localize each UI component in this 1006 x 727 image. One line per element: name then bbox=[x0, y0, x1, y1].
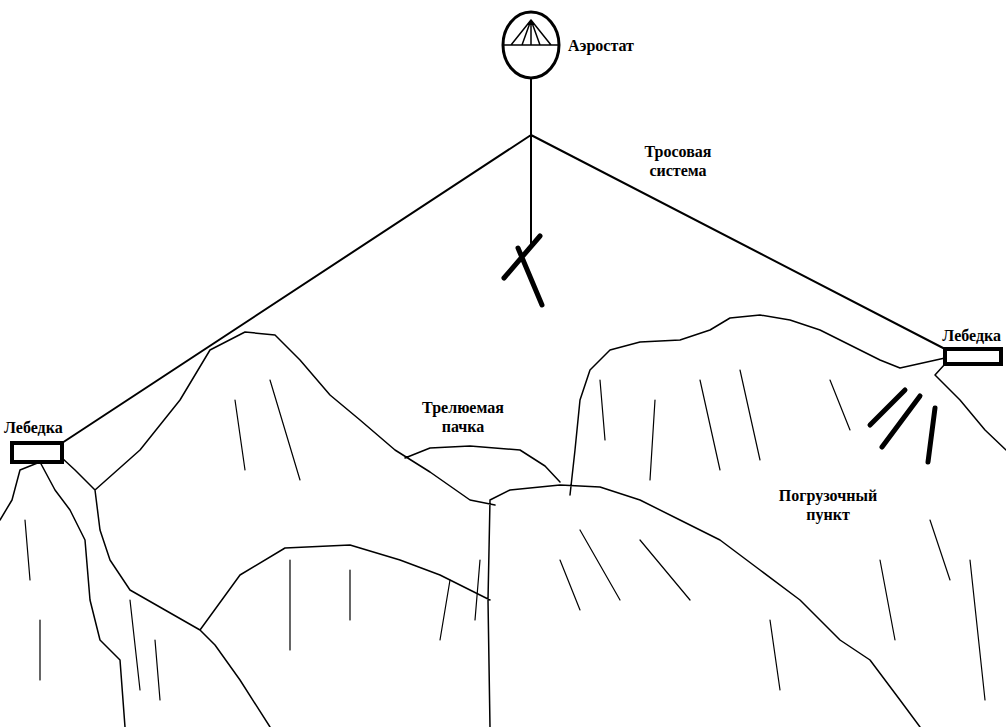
winch-symbol bbox=[12, 443, 62, 462]
mountain-outline bbox=[0, 315, 1006, 727]
winch-symbol bbox=[945, 349, 1001, 364]
winch-label: Лебедка bbox=[940, 326, 1003, 345]
loading-point-label: Погрузочный пункт bbox=[777, 486, 879, 524]
log-bundle bbox=[504, 236, 542, 305]
aerostat-detail bbox=[504, 20, 558, 45]
slope-strokes bbox=[25, 370, 985, 700]
cable-label: Тросовая система bbox=[643, 142, 714, 180]
winch-label: Лебедка bbox=[2, 418, 65, 437]
aerostat-label: Аэростат bbox=[566, 36, 636, 55]
loading-logs bbox=[870, 390, 935, 462]
cable-system bbox=[62, 78, 945, 443]
aerostat-symbol bbox=[503, 12, 559, 78]
bundle-label: Трелюемая пачка bbox=[420, 398, 506, 436]
